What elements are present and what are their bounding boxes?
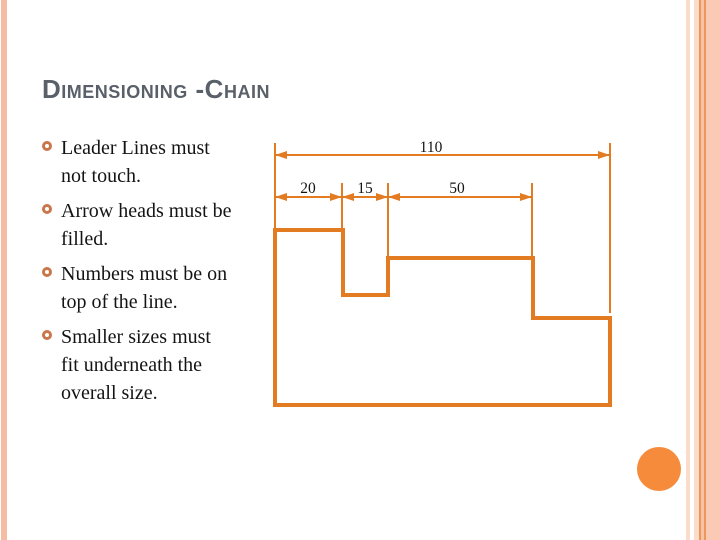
list-item: Leader Lines must not touch. — [40, 134, 276, 190]
right-edge-stripe — [699, 0, 701, 540]
right-edge-stripe — [686, 0, 690, 540]
bullet-text: Leader Lines must not touch. — [61, 137, 210, 187]
bullet-text: Arrow heads must be filled. — [61, 200, 232, 250]
accent-circle — [637, 447, 681, 491]
list-item: Smaller sizes must fit underneath the ov… — [40, 323, 276, 407]
right-edge-stripe — [704, 0, 706, 540]
arrowhead-icon — [376, 193, 388, 201]
bullet-text: Smaller sizes must fit underneath the ov… — [61, 326, 211, 404]
dimension-drawing: 110 20 15 50 — [273, 139, 612, 407]
arrowhead-icon — [275, 193, 287, 201]
list-item: Numbers must be on top of the line. — [40, 260, 276, 316]
right-edge-stripe — [694, 0, 699, 540]
arrowhead-icon — [342, 193, 354, 201]
circle-bullet-icon — [42, 204, 52, 214]
arrowhead-icon — [330, 193, 342, 201]
circle-bullet-icon — [42, 267, 52, 277]
arrowhead-icon — [388, 193, 400, 201]
part-outline — [273, 228, 612, 407]
dim-label-segment-1: 20 — [300, 180, 316, 197]
circle-bullet-icon — [42, 330, 52, 340]
right-edge-stripe — [701, 0, 704, 540]
bullet-text: Numbers must be on top of the line. — [61, 263, 228, 313]
circle-bullet-icon — [42, 141, 52, 151]
arrowhead-icon — [520, 193, 532, 201]
left-edge-stripe — [1, 0, 7, 540]
arrowhead-icon — [598, 151, 610, 159]
dim-label-segment-3: 50 — [449, 180, 465, 197]
dim-label-overall: 110 — [420, 139, 443, 156]
list-item: Arrow heads must be filled. — [40, 197, 276, 253]
page-title: Dimensioning -Chain — [42, 74, 270, 104]
right-edge-stripe — [706, 0, 720, 540]
arrowhead-icon — [275, 151, 287, 159]
dim-label-segment-2: 15 — [357, 180, 373, 197]
bullet-list: Leader Lines must not touch. Arrow heads… — [40, 134, 276, 414]
